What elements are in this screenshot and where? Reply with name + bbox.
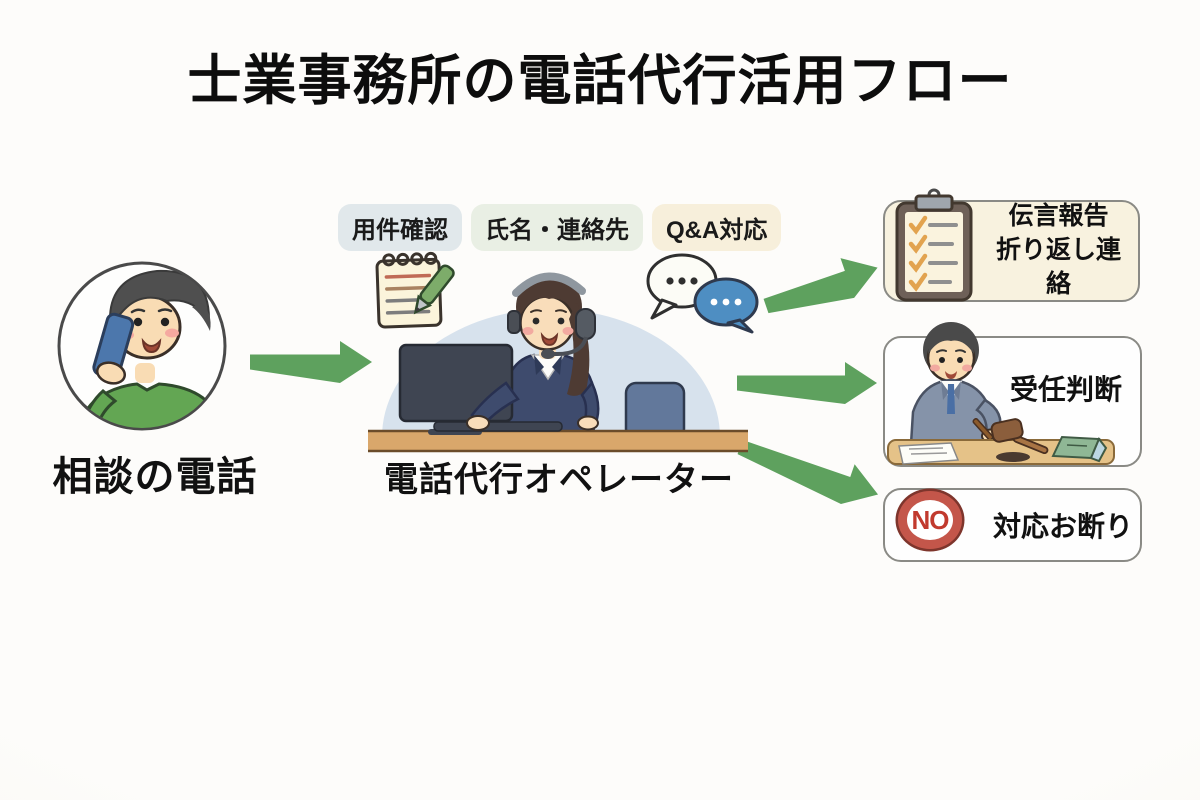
chat-bubbles-icon [646, 253, 759, 334]
page-title: 士業事務所の電話代行活用フロー [187, 51, 1013, 111]
call-operator-icon [368, 272, 748, 453]
no-badge-text: NO [911, 504, 950, 535]
operator-task-tags: 用件確認 氏名・連絡先 Q&A対応 [338, 204, 782, 251]
man-on-phone-icon [57, 261, 227, 431]
headset-icon [507, 272, 596, 359]
keyboard-icon [433, 421, 563, 432]
arrow-caller-to-operator-icon [250, 341, 372, 383]
gavel-icon [990, 418, 1049, 462]
outcome-report-subtitle: 折り返し連絡 [995, 236, 1121, 298]
lawyer-desk-icon [887, 322, 1115, 465]
operator-hair [519, 281, 580, 317]
operator-desk [368, 429, 748, 453]
green-stand-icon [1051, 435, 1108, 463]
lawyer-tie [947, 384, 955, 414]
outcome-decline-title: 対応お断り [993, 511, 1134, 542]
arrow-operator-to-judgement-icon [737, 362, 877, 404]
caller-label: 相談の電話 [52, 455, 258, 499]
tag-qa-support: Q&A対応 [652, 204, 782, 251]
notepad-pen-icon [375, 251, 455, 329]
pen-icon [413, 264, 455, 315]
arrow-operator-to-report-icon [763, 258, 878, 314]
no-badge-icon: NO [898, 491, 962, 549]
outcome-judgement-title: 受任判断 [1009, 374, 1122, 405]
arrow-operator-to-decline-icon [737, 439, 879, 504]
checklist-clipboard-icon [895, 188, 973, 302]
operator-label: 電話代行オペレーター [384, 461, 734, 499]
tag-confirm-purpose: 用件確認 [338, 204, 462, 251]
outcome-report-title: 伝言報告 [1008, 202, 1109, 231]
tag-name-contact: 氏名・連絡先 [471, 204, 643, 251]
